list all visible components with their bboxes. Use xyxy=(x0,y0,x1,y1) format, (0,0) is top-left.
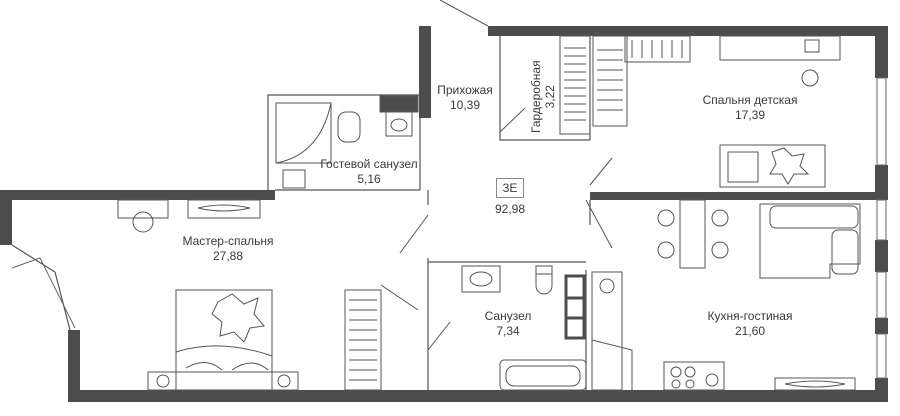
room-name: Гостевой санузел xyxy=(320,157,418,171)
room-area: 10,39 xyxy=(449,98,481,112)
room-label-bathroom: Санузел 7,34 xyxy=(485,309,532,339)
apartment-total-area: 92,98 xyxy=(494,202,526,216)
room-name: Спальня детская xyxy=(702,93,798,107)
room-area: 17,39 xyxy=(734,108,766,122)
room-name: Мастер-спальня xyxy=(182,234,274,248)
room-name: Санузел xyxy=(484,309,532,323)
windows xyxy=(11,77,887,379)
room-label-kids-bedroom: Спальня детская 17,39 xyxy=(703,93,798,123)
room-label-kitchen-living: Кухня-гостиная 21,60 xyxy=(708,309,793,339)
room-name: Кухня-гостиная xyxy=(707,309,793,323)
walls xyxy=(0,26,888,402)
room-name: Прихожая xyxy=(437,83,493,97)
bath-fixtures xyxy=(461,265,587,391)
wardrobe-hangers xyxy=(344,35,691,391)
apartment-type: 3E xyxy=(495,178,525,198)
room-name: Гардеробная xyxy=(529,60,543,133)
room-label-wardrobe: Гардеробная 3,22 xyxy=(529,60,557,133)
room-area: 27,88 xyxy=(212,249,244,263)
guest-bath-fixtures xyxy=(275,95,419,189)
room-area: 5,16 xyxy=(357,172,381,186)
room-label-hallway: Прихожая 10,39 xyxy=(437,83,493,113)
room-area: 21,60 xyxy=(734,324,766,338)
room-area: 7,34 xyxy=(496,324,520,338)
kids-bedroom-furniture xyxy=(719,35,841,188)
room-label-master-bedroom: Мастер-спальня 27,88 xyxy=(182,234,273,264)
room-area: 3,22 xyxy=(543,85,557,109)
doors xyxy=(380,0,613,351)
kitchen-furniture xyxy=(591,199,861,391)
master-bedroom-furniture xyxy=(117,199,299,391)
apartment-summary: 3E 92,98 xyxy=(495,178,525,217)
room-label-guest-bathroom: Гостевой санузел 5,16 xyxy=(320,157,417,187)
